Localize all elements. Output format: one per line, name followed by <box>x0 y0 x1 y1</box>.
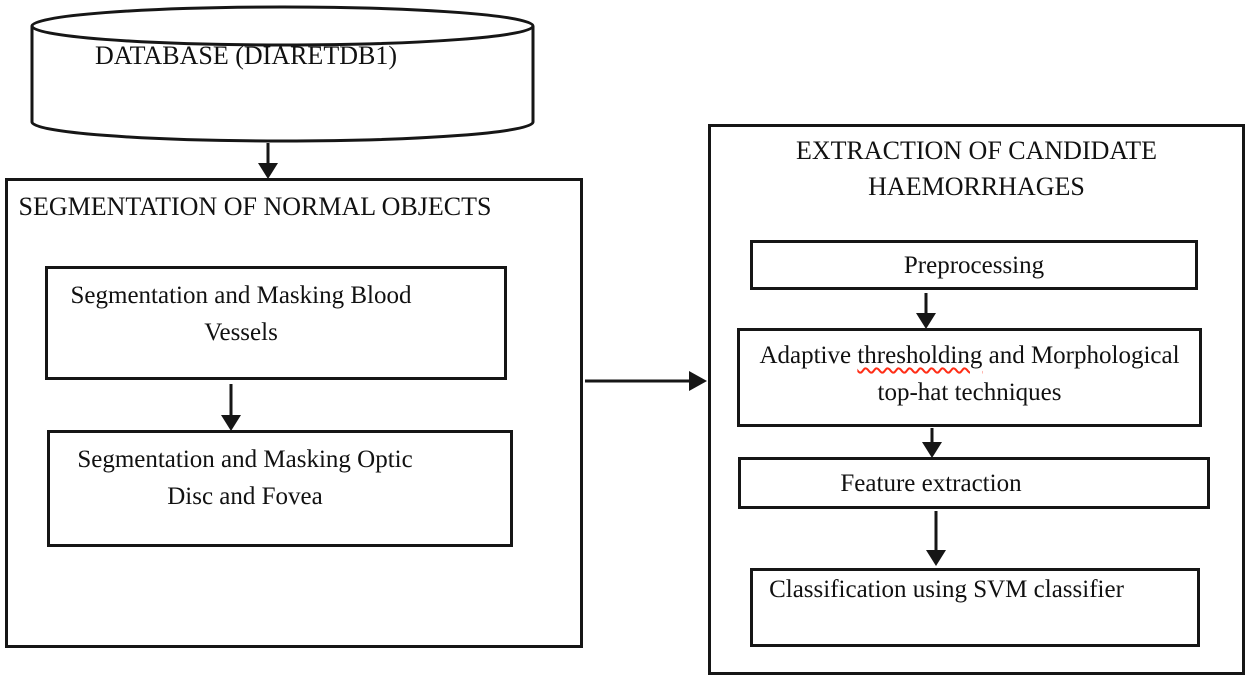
extraction-panel-box: EXTRACTION OF CANDIDATE HAEMORRHAGES Pre… <box>708 124 1245 675</box>
extraction-panel-title: EXTRACTION OF CANDIDATE HAEMORRHAGES <box>795 136 1158 201</box>
node-blood-vessels: Segmentation and Masking Blood Vessels <box>45 266 507 380</box>
segmentation-panel-title: SEGMENTATION OF NORMAL OBJECTS <box>18 192 492 221</box>
node-preprocessing: Preprocessing <box>750 240 1198 290</box>
node-adaptive-thresholding: Adaptive thresholding and Morphological … <box>737 328 1202 427</box>
node-feature-extraction-label: Feature extraction <box>840 469 1022 497</box>
arrow-segmentation-to-extraction <box>585 371 707 391</box>
node-svm-classification: Classification using SVM classifier <box>750 568 1200 647</box>
node-feature-extraction: Feature extraction <box>738 457 1210 509</box>
spellcheck-flagged-word: thresholding <box>857 342 983 369</box>
node-optic-disc-fovea: Segmentation and Masking Optic Disc and … <box>47 430 513 547</box>
node-blood-vessels-label: Segmentation and Masking Blood Vessels <box>70 282 412 346</box>
node-svm-classification-label: Classification using SVM classifier <box>769 576 1124 603</box>
segmentation-panel-box: SEGMENTATION OF NORMAL OBJECTS Segmentat… <box>5 178 583 648</box>
database-label: DATABASE (DIARETDB1) <box>95 41 397 70</box>
arrow-database-to-segmentation <box>258 143 278 179</box>
node-preprocessing-label: Preprocessing <box>903 251 1045 279</box>
node-adaptive-thresholding-label: Adaptive thresholding and Morphological … <box>759 342 1180 406</box>
node-optic-disc-fovea-label: Segmentation and Masking Optic Disc and … <box>77 446 413 510</box>
